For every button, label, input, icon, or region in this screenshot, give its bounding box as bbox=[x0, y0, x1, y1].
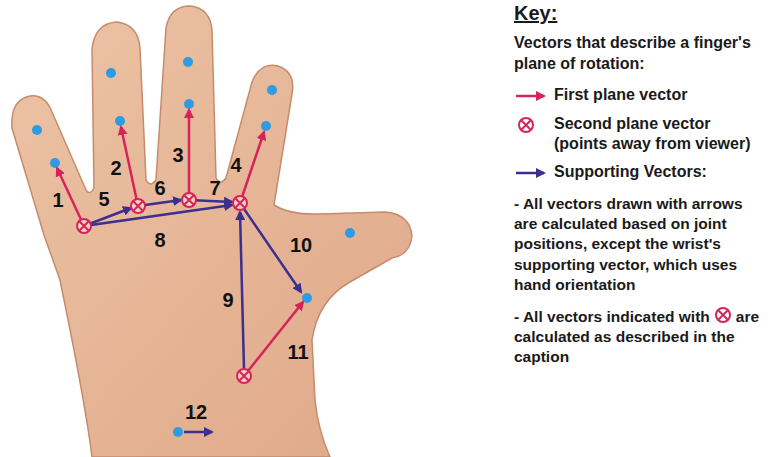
callout-number: 5 bbox=[98, 189, 109, 209]
legend-text: Supporting Vectors: bbox=[554, 162, 707, 183]
plane-arrow bbox=[240, 132, 264, 203]
joint-dot bbox=[302, 293, 312, 303]
legend-sample bbox=[514, 162, 548, 184]
cross-circle bbox=[182, 193, 196, 207]
key-heading: Vectors that describe a finger's plane o… bbox=[514, 33, 768, 75]
legend-text: Second plane vector (points away from vi… bbox=[554, 114, 768, 156]
joint-dot bbox=[173, 427, 183, 437]
note-text: - All vectors drawn with arrows are calc… bbox=[514, 194, 768, 295]
callout-number: 4 bbox=[230, 155, 241, 175]
cross-circle bbox=[131, 199, 145, 213]
cross-circle bbox=[233, 196, 247, 210]
callout-number: 6 bbox=[154, 178, 165, 198]
support-arrow bbox=[184, 431, 212, 434]
joint-dot bbox=[345, 228, 355, 238]
legend-row: Second plane vector (points away from vi… bbox=[514, 114, 768, 156]
cross-circle bbox=[237, 369, 251, 383]
cross-circle bbox=[519, 118, 533, 132]
legend-text: First plane vector bbox=[554, 85, 687, 106]
key-panel: Key: Vectors that describe a finger's pla… bbox=[514, 2, 768, 367]
joint-dot bbox=[267, 85, 277, 95]
callout-number: 8 bbox=[154, 230, 165, 250]
plane-arrow bbox=[188, 110, 191, 200]
plane-arrow bbox=[244, 302, 303, 376]
note-text: - All vectors indicated with bbox=[514, 308, 710, 325]
joint-dot bbox=[183, 57, 193, 67]
callout-number: 2 bbox=[110, 158, 121, 178]
joint-dot bbox=[32, 125, 42, 135]
callout-number: 3 bbox=[172, 145, 183, 165]
callout-number: 10 bbox=[290, 235, 312, 255]
supporting-vectors bbox=[84, 200, 301, 432]
legend-arrow bbox=[516, 172, 544, 175]
callout-number: 12 bbox=[185, 402, 207, 422]
hand-outline bbox=[12, 6, 412, 457]
cross-circle bbox=[77, 219, 91, 233]
joint-dot bbox=[115, 116, 125, 126]
legend-sample bbox=[514, 85, 548, 107]
joint-dot bbox=[184, 99, 194, 109]
second-plane-vectors bbox=[77, 193, 251, 383]
callout-number: 7 bbox=[209, 178, 220, 198]
joint-dot bbox=[261, 121, 271, 131]
callout-number: 9 bbox=[222, 290, 233, 310]
legend-row: Supporting Vectors: bbox=[514, 162, 768, 184]
joint-dot bbox=[106, 68, 116, 78]
callout-number: 11 bbox=[287, 342, 308, 362]
plane-arrow bbox=[121, 127, 138, 206]
legend-row: First plane vector bbox=[514, 85, 768, 107]
legend-arrow bbox=[516, 94, 544, 97]
key-title: Key: bbox=[514, 2, 768, 25]
joint-dot bbox=[50, 158, 60, 168]
cross-symbol bbox=[713, 305, 733, 325]
legend-sample bbox=[514, 114, 548, 136]
note-paragraph: - All vectors indicated withare calculat… bbox=[514, 305, 768, 367]
first-plane-vectors bbox=[57, 110, 303, 376]
cross-circle bbox=[716, 308, 730, 322]
joint-dots bbox=[32, 57, 355, 437]
callout-number: 1 bbox=[52, 190, 63, 210]
support-arrow bbox=[240, 212, 244, 369]
